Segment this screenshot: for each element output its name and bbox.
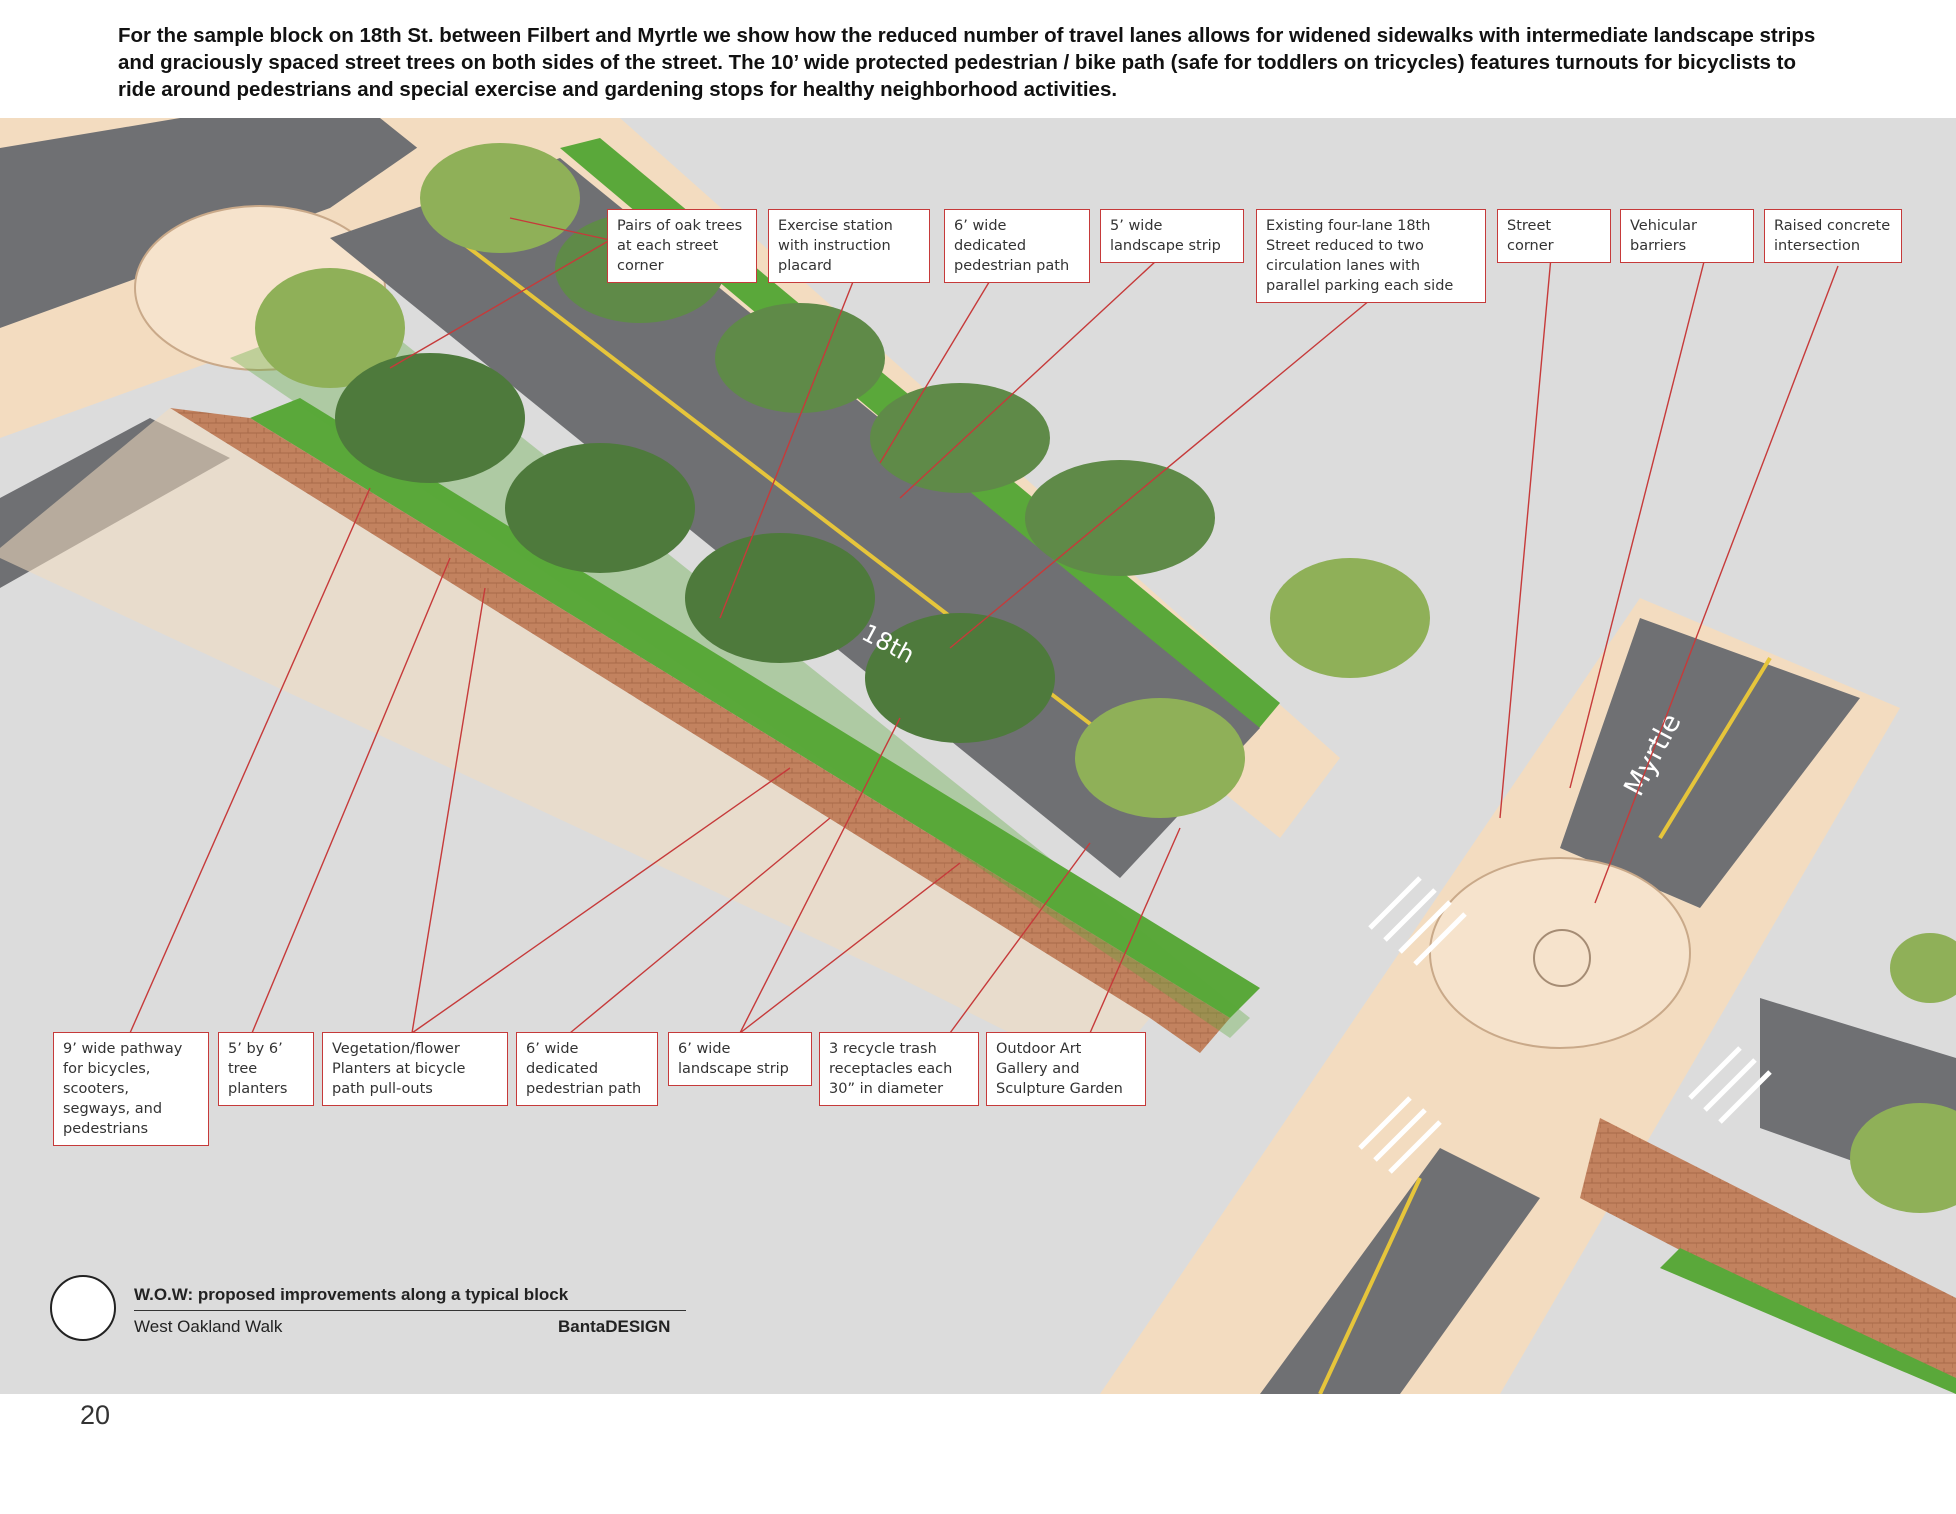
tree [255,268,405,388]
tree [1075,698,1245,818]
title-block: W.O.W: proposed improvements along a typ… [50,1275,686,1345]
callout-street-corner: Street corner [1497,209,1611,263]
title-block-rule [134,1310,686,1311]
callout-bike-pathway: 9’ wide pathway for bicycles, scooters, … [53,1032,209,1146]
callout-bottom-pedestrian-path: 6’ wide dedicated pedestrian path [516,1032,658,1106]
right-grass-strip [1660,1248,1956,1394]
compass-medallion [1533,929,1591,987]
callout-top-pedestrian-path: 6’ wide dedicated pedestrian path [944,209,1090,283]
callout-top-landscape-strip: 5’ wide landscape strip [1100,209,1244,263]
callout-flower-planters: Vegetation/flower Planters at bicycle pa… [322,1032,508,1106]
tree [715,303,885,413]
intro-paragraph: For the sample block on 18th St. between… [118,24,1816,101]
callout-tree-planters: 5’ by 6’ tree planters [218,1032,314,1106]
tree [1270,558,1430,678]
callout-18th-street-lanes: Existing four-lane 18th Street reduced t… [1256,209,1486,303]
myrtle-center-stripe [1658,656,1772,840]
tree [1890,933,1956,1003]
myrtle-lower-stripe [1318,1177,1422,1394]
near-brick-path [170,408,1230,1053]
callout-oak-tree-pairs: Pairs of oak trees at each street corner [607,209,757,283]
title-block-subtitle: West Oakland Walk [134,1317,283,1336]
near-grass-strip [250,398,1260,1018]
title-block-circle [50,1275,116,1341]
title-block-firm: BantaDESIGN [558,1317,671,1336]
callout-bottom-landscape-strip: 6’ wide landscape strip [668,1032,812,1086]
tree [505,443,695,573]
callout-exercise-station: Exercise station with instruction placar… [768,209,930,283]
myrtle-road-upper [1560,618,1860,908]
callout-art-gallery: Outdoor Art Gallery and Sculpture Garden [986,1032,1146,1106]
page-number: 20 [80,1400,111,1430]
callout-raised-intersection: Raised concrete intersection [1764,209,1902,263]
callout-vehicular-barriers: Vehicular barriers [1620,209,1754,263]
title-block-title: W.O.W: proposed improvements along a typ… [134,1285,569,1304]
raised-intersection [1429,857,1691,1049]
leader-lines [129,217,1839,1034]
tree [865,613,1055,743]
myrtle-road-lower [1260,1148,1540,1394]
site-plan-drawing: 18th Myrtle [0,118,1956,1394]
right-brick-path [1580,1118,1956,1394]
tree [335,353,525,483]
tree [1025,460,1215,576]
tree [1850,1103,1956,1213]
near-sidewalk-edge [0,408,1150,1078]
site-plan-illustration: 18th Myrtle Pairs of oak trees at each s… [0,118,1956,1394]
tree [420,143,580,253]
lower-grass-strip [230,308,1250,1038]
tree [870,383,1050,493]
road-center-stripe [428,216,1202,810]
crosswalk-stripes [1358,876,1772,1174]
callout-recycle-receptacles: 3 recycle trash receptacles each 30” in … [819,1032,979,1106]
tree [685,533,875,663]
